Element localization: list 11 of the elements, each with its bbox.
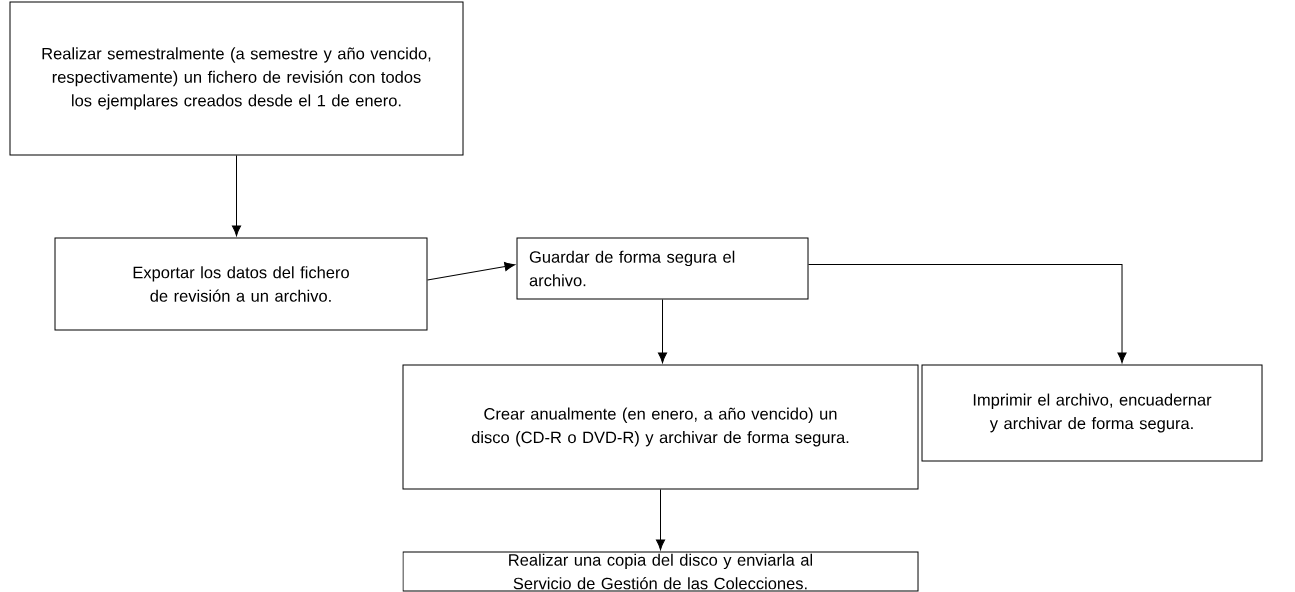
arrow <box>655 489 666 551</box>
process-box: Realizar una copia del disco y enviarla al Servicio de Gestión de las Colecciones. <box>402 551 919 592</box>
arrow <box>231 155 242 237</box>
arrow <box>808 264 1127 364</box>
process-box: Exportar los datos del fichero de revisión a un archivo. <box>54 237 428 331</box>
process-box: Realizar semestralmente (a semestre y año vencido, respectivamente) un fichero de revisión con todos los ejemplares creados desde el 1 de enero. <box>9 1 464 156</box>
arrow <box>657 299 668 364</box>
process-box: Guardar de forma segura el archivo. <box>516 237 809 300</box>
arrow <box>427 261 516 281</box>
process-box: Imprimir el archivo, encuadernar y archivar de forma segura. <box>921 364 1263 462</box>
process-box: Crear anualmente (en enero, a año vencido) un disco (CD-R o DVD-R) y archivar de forma segura. <box>402 364 919 490</box>
